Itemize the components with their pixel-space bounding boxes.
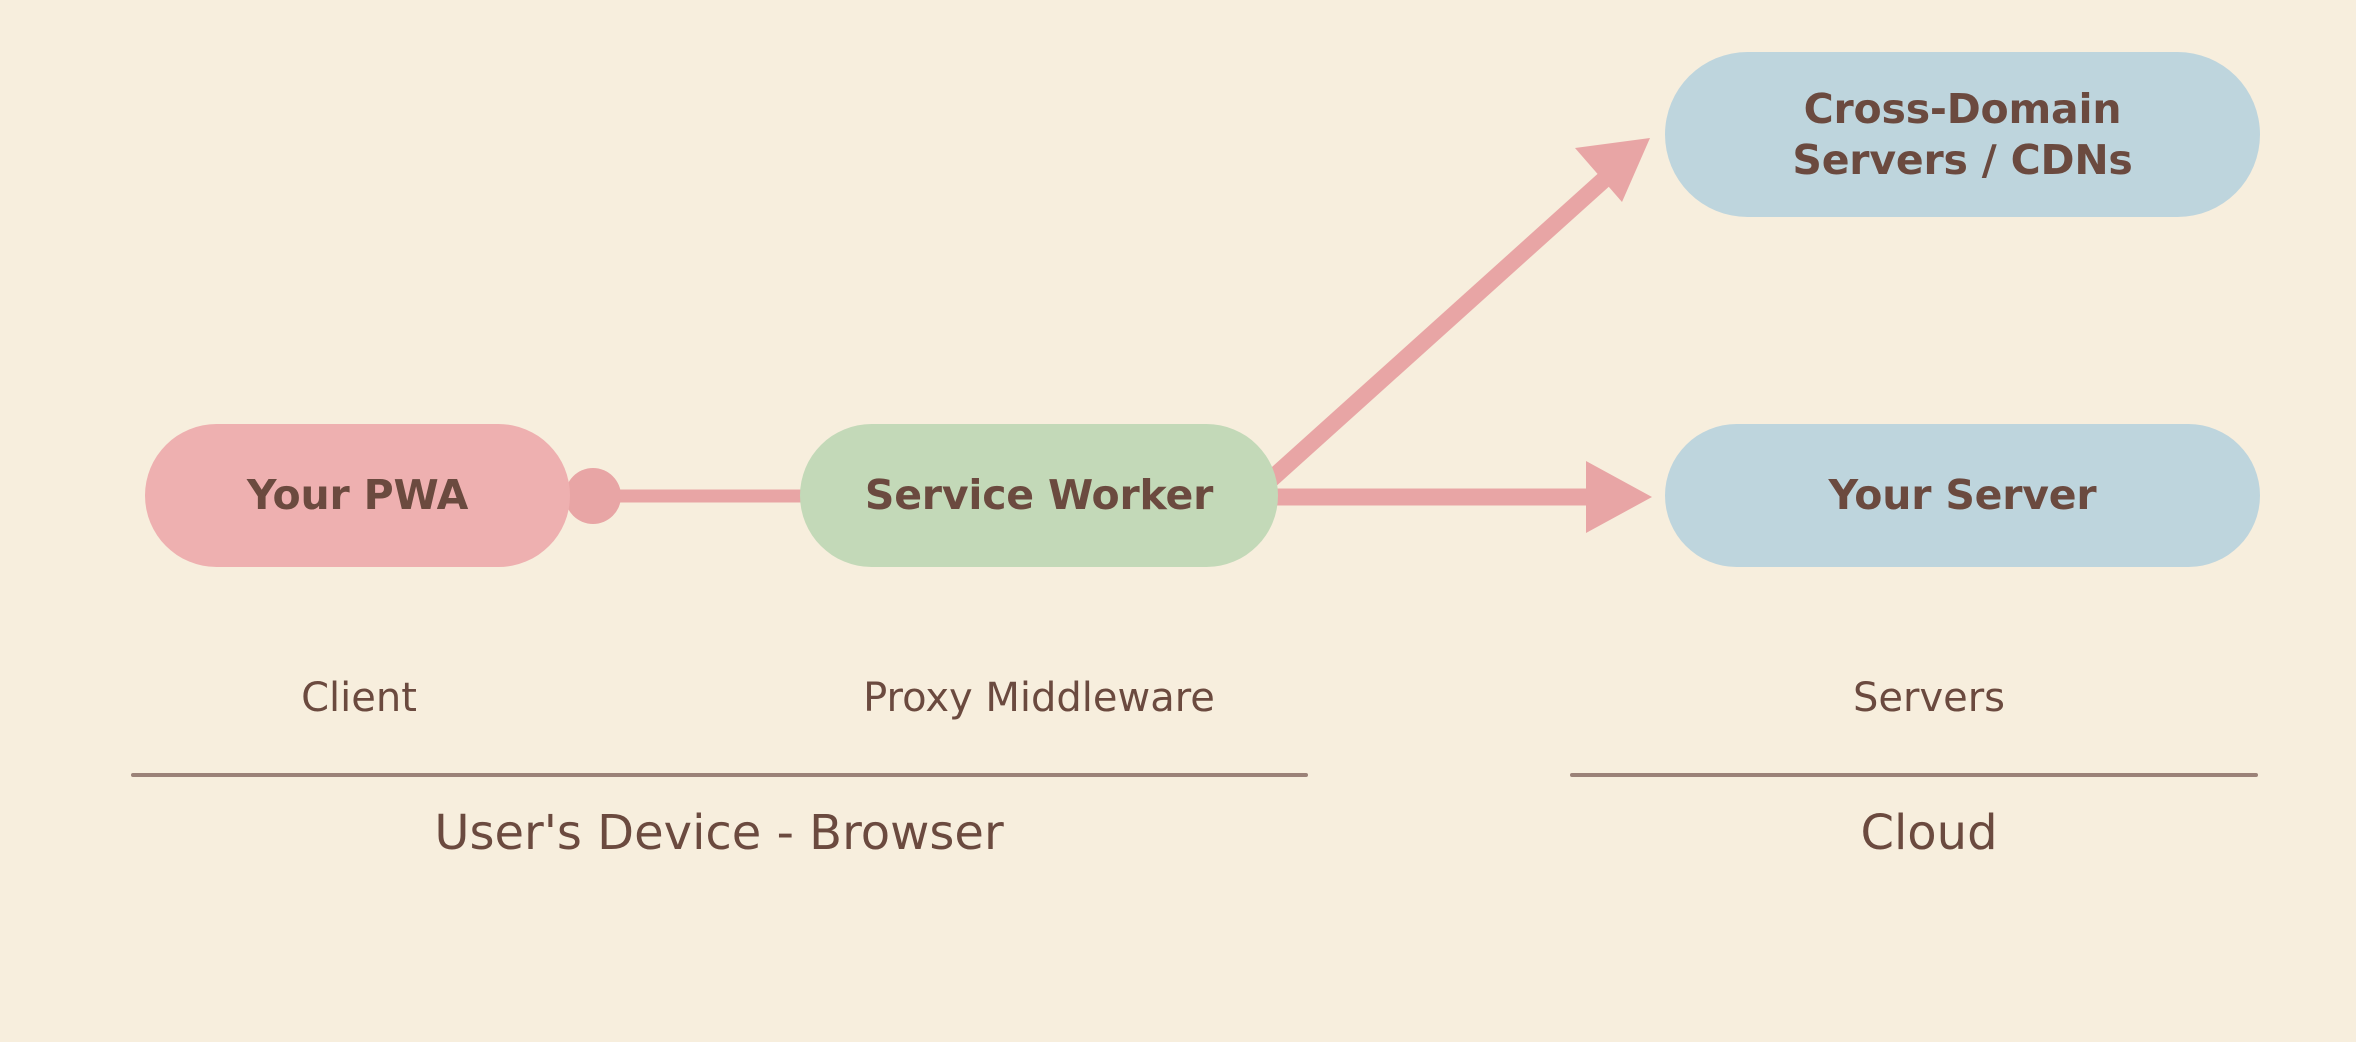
tier-label-servers: Servers (1852, 675, 2006, 721)
node-cross-domain-servers[interactable]: Cross-Domain Servers / CDNs (1665, 52, 2260, 217)
arrowhead-sw-server (1586, 461, 1652, 533)
node-your-pwa[interactable]: Your PWA (145, 424, 570, 567)
arrowhead-sw-cdn (1575, 138, 1650, 202)
divider-browser (131, 773, 1308, 777)
node-service-worker[interactable]: Service Worker (800, 424, 1278, 567)
node-your-server[interactable]: Your Server (1665, 424, 2260, 567)
divider-cloud (1570, 773, 2258, 777)
edge-service-worker-to-your-server (1265, 461, 1652, 533)
edge-line-sw-cdn (1262, 169, 1614, 489)
tier-label-client: Client (301, 675, 417, 721)
node-cross-domain-line1: Cross-Domain (1803, 85, 2122, 134)
group-label-user-device-browser: User's Device - Browser (434, 805, 1004, 861)
node-service-worker-label: Service Worker (864, 471, 1214, 520)
edge-service-worker-to-cross-domain (1262, 138, 1650, 489)
group-label-cloud: Cloud (1860, 805, 1998, 861)
node-your-server-label: Your Server (1828, 471, 2097, 520)
connector-dot-pwa (565, 468, 621, 524)
edge-pwa-to-service-worker (565, 468, 812, 524)
node-cross-domain-line2: Servers / CDNs (1792, 135, 2133, 184)
node-your-pwa-label: Your PWA (246, 471, 469, 520)
tier-label-proxy-middleware: Proxy Middleware (863, 675, 1215, 721)
